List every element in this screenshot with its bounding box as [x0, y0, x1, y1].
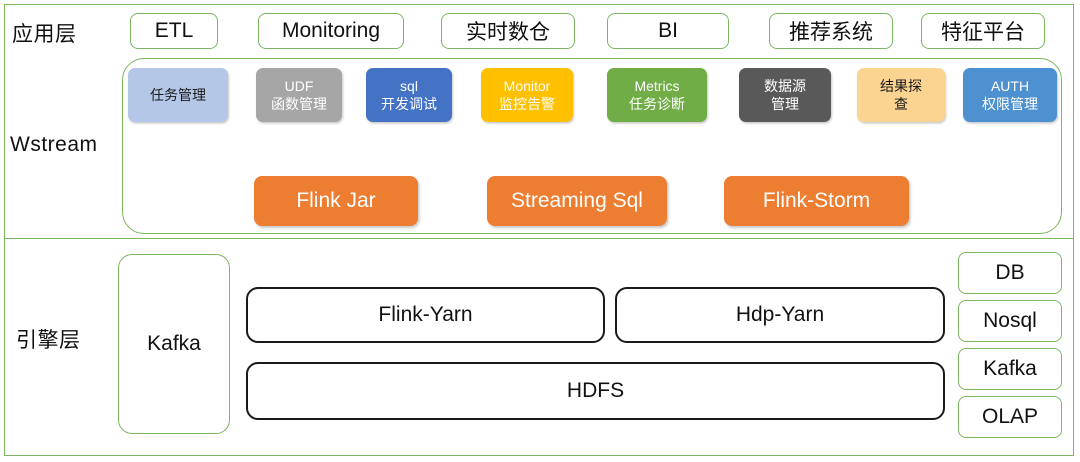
- wstream-job-type-label: Flink Jar: [296, 189, 376, 212]
- app-layer-box[interactable]: Monitoring: [258, 13, 404, 49]
- app-layer-box[interactable]: ETL: [130, 13, 218, 49]
- wstream-feature-tile-line2: 函数管理: [271, 96, 327, 112]
- engine-compute-box-label: HDFS: [566, 379, 625, 402]
- app-layer-box[interactable]: 实时数仓: [441, 13, 575, 49]
- wstream-feature-tile[interactable]: 结果探查: [857, 68, 945, 122]
- engine-storage-box-label: DB: [995, 261, 1025, 284]
- engine-storage-box[interactable]: Kafka: [958, 348, 1062, 390]
- row-label-application-layer: 应用层: [12, 23, 77, 46]
- wstream-feature-tile[interactable]: Monitor 监控告警: [481, 68, 573, 122]
- app-layer-box[interactable]: BI: [607, 13, 729, 49]
- wstream-feature-tile-line1: Metrics: [634, 77, 680, 94]
- row-label-wstream: Wstream: [10, 133, 98, 156]
- engine-storage-box[interactable]: DB: [958, 252, 1062, 294]
- wstream-feature-tile-line1: AUTH: [990, 77, 1030, 94]
- app-layer-box-label: BI: [658, 19, 678, 42]
- wstream-feature-tile-line1: Monitor: [503, 77, 551, 94]
- engine-storage-box-label: OLAP: [981, 405, 1039, 428]
- engine-storage-box-label: Nosql: [983, 309, 1037, 332]
- wstream-feature-tile-line2: 权限管理: [982, 96, 1038, 112]
- wstream-feature-tile-line1: 任务管理: [150, 86, 206, 103]
- wstream-job-type-label: Flink-Storm: [762, 189, 871, 212]
- wstream-job-type-box[interactable]: Flink-Storm: [724, 176, 909, 226]
- engine-kafka-box[interactable]: Kafka: [118, 254, 230, 434]
- wstream-feature-tile-line2: 查: [894, 96, 908, 112]
- wstream-feature-tile[interactable]: 任务管理: [128, 68, 228, 122]
- engine-storage-box[interactable]: OLAP: [958, 396, 1062, 438]
- app-layer-box[interactable]: 特征平台: [921, 13, 1045, 49]
- wstream-feature-tile[interactable]: AUTH 权限管理: [963, 68, 1057, 122]
- engine-compute-box[interactable]: Hdp-Yarn: [615, 287, 945, 343]
- wstream-feature-tile-line1: 结果探: [880, 77, 922, 94]
- wstream-feature-tile-line2: 开发调试: [381, 96, 437, 112]
- app-layer-box-label: 特征平台: [941, 21, 1025, 44]
- app-layer-box-label: 实时数仓: [466, 21, 550, 44]
- app-layer-box[interactable]: 推荐系统: [769, 13, 893, 49]
- wstream-feature-tile-line2: 任务诊断: [629, 96, 685, 112]
- wstream-feature-tile-line1: sql: [400, 77, 418, 94]
- wstream-feature-tile[interactable]: 数据源管理: [739, 68, 831, 122]
- layer-divider: [5, 238, 1073, 239]
- wstream-feature-tile[interactable]: UDF 函数管理: [256, 68, 342, 122]
- engine-compute-box[interactable]: HDFS: [246, 362, 945, 420]
- app-layer-box-label: 推荐系统: [789, 21, 873, 44]
- wstream-feature-tile[interactable]: sql 开发调试: [366, 68, 452, 122]
- wstream-feature-tile-line2: 监控告警: [499, 96, 555, 112]
- engine-compute-box[interactable]: Flink-Yarn: [246, 287, 605, 343]
- engine-storage-box[interactable]: Nosql: [958, 300, 1062, 342]
- engine-storage-box-label: Kafka: [983, 357, 1037, 380]
- wstream-feature-tile-line2: 管理: [771, 96, 799, 112]
- app-layer-box-label: Monitoring: [281, 19, 381, 42]
- app-layer-box-label: ETL: [154, 19, 194, 42]
- wstream-job-type-box[interactable]: Flink Jar: [254, 176, 418, 226]
- engine-compute-box-label: Flink-Yarn: [378, 303, 473, 326]
- wstream-job-type-label: Streaming Sql: [511, 189, 643, 212]
- row-label-engine-layer: 引擎层: [16, 329, 81, 352]
- wstream-feature-tile[interactable]: Metrics 任务诊断: [607, 68, 707, 122]
- wstream-job-type-box[interactable]: Streaming Sql: [487, 176, 667, 226]
- wstream-feature-tile-line1: UDF: [284, 77, 314, 94]
- wstream-feature-tile-line1: 数据源: [764, 77, 806, 94]
- engine-compute-box-label: Hdp-Yarn: [735, 303, 825, 326]
